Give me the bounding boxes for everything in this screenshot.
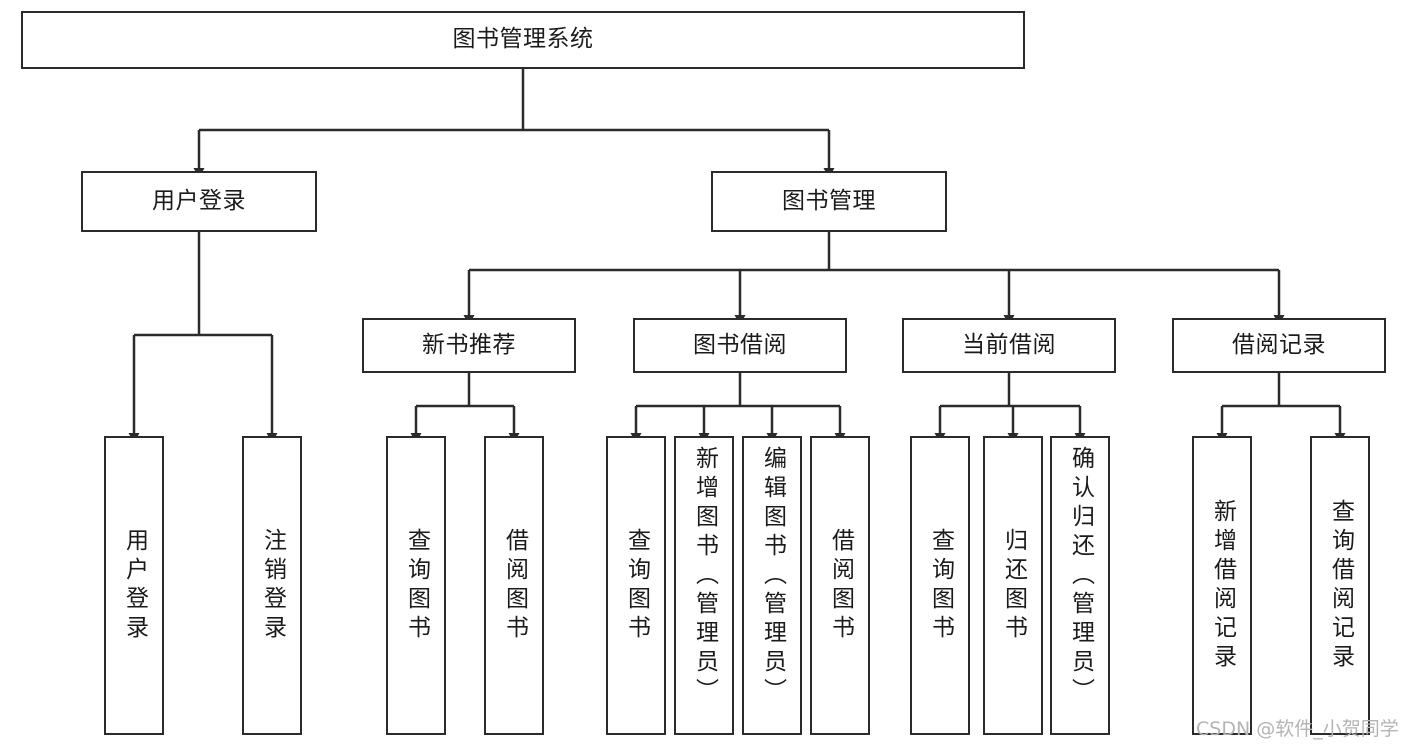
node-label: 新书推荐 bbox=[422, 331, 516, 358]
node-leaf-edit-book[interactable]: 编辑图书（管理员） bbox=[742, 436, 802, 735]
node-label: 图书管理 bbox=[782, 187, 876, 214]
node-book-manage[interactable]: 图书管理 bbox=[711, 171, 947, 232]
node-borrow-record[interactable]: 借阅记录 bbox=[1172, 318, 1386, 373]
node-label: 图书管理系统 bbox=[452, 26, 594, 53]
node-label: 用户登录 bbox=[152, 187, 246, 214]
node-label: 确认归还（管理员） bbox=[1067, 446, 1094, 707]
node-current-borrow[interactable]: 当前借阅 bbox=[902, 318, 1116, 373]
edge-group bbox=[128, 69, 1346, 443]
node-label: 查询图书 bbox=[623, 527, 650, 644]
node-label: 借阅图书 bbox=[827, 527, 854, 644]
node-label: 编辑图书（管理员） bbox=[759, 446, 786, 707]
node-label: 新增借阅记录 bbox=[1209, 498, 1236, 673]
node-root[interactable]: 图书管理系统 bbox=[21, 11, 1025, 69]
node-leaf-borrow-2[interactable]: 借阅图书 bbox=[810, 436, 870, 735]
node-user-login[interactable]: 用户登录 bbox=[81, 171, 317, 232]
node-leaf-return[interactable]: 归还图书 bbox=[983, 436, 1043, 735]
node-label: 当前借阅 bbox=[962, 331, 1056, 358]
node-leaf-add-rec[interactable]: 新增借阅记录 bbox=[1192, 436, 1252, 735]
node-leaf-query-2[interactable]: 查询图书 bbox=[606, 436, 666, 735]
node-label: 归还图书 bbox=[1000, 527, 1027, 644]
node-leaf-confirm[interactable]: 确认归还（管理员） bbox=[1050, 436, 1110, 735]
node-label: 注销登录 bbox=[259, 527, 286, 644]
node-leaf-add-book[interactable]: 新增图书（管理员） bbox=[674, 436, 734, 735]
node-book-borrow[interactable]: 图书借阅 bbox=[633, 318, 847, 373]
node-label: 用户登录 bbox=[121, 527, 148, 644]
node-label: 查询借阅记录 bbox=[1327, 498, 1354, 673]
node-label: 借阅记录 bbox=[1232, 331, 1326, 358]
node-leaf-user-login[interactable]: 用户登录 bbox=[104, 436, 164, 735]
node-label: 借阅图书 bbox=[501, 527, 528, 644]
node-leaf-query-3[interactable]: 查询图书 bbox=[910, 436, 970, 735]
node-label: 图书借阅 bbox=[693, 331, 787, 358]
node-label: 查询图书 bbox=[403, 527, 430, 644]
node-label: 新增图书（管理员） bbox=[691, 446, 718, 707]
node-leaf-logout[interactable]: 注销登录 bbox=[242, 436, 302, 735]
node-label: 查询图书 bbox=[927, 527, 954, 644]
node-new-book-rec[interactable]: 新书推荐 bbox=[362, 318, 576, 373]
node-leaf-query-rec[interactable]: 查询借阅记录 bbox=[1310, 436, 1370, 735]
node-leaf-borrow-1[interactable]: 借阅图书 bbox=[484, 436, 544, 735]
node-leaf-query-1[interactable]: 查询图书 bbox=[386, 436, 446, 735]
